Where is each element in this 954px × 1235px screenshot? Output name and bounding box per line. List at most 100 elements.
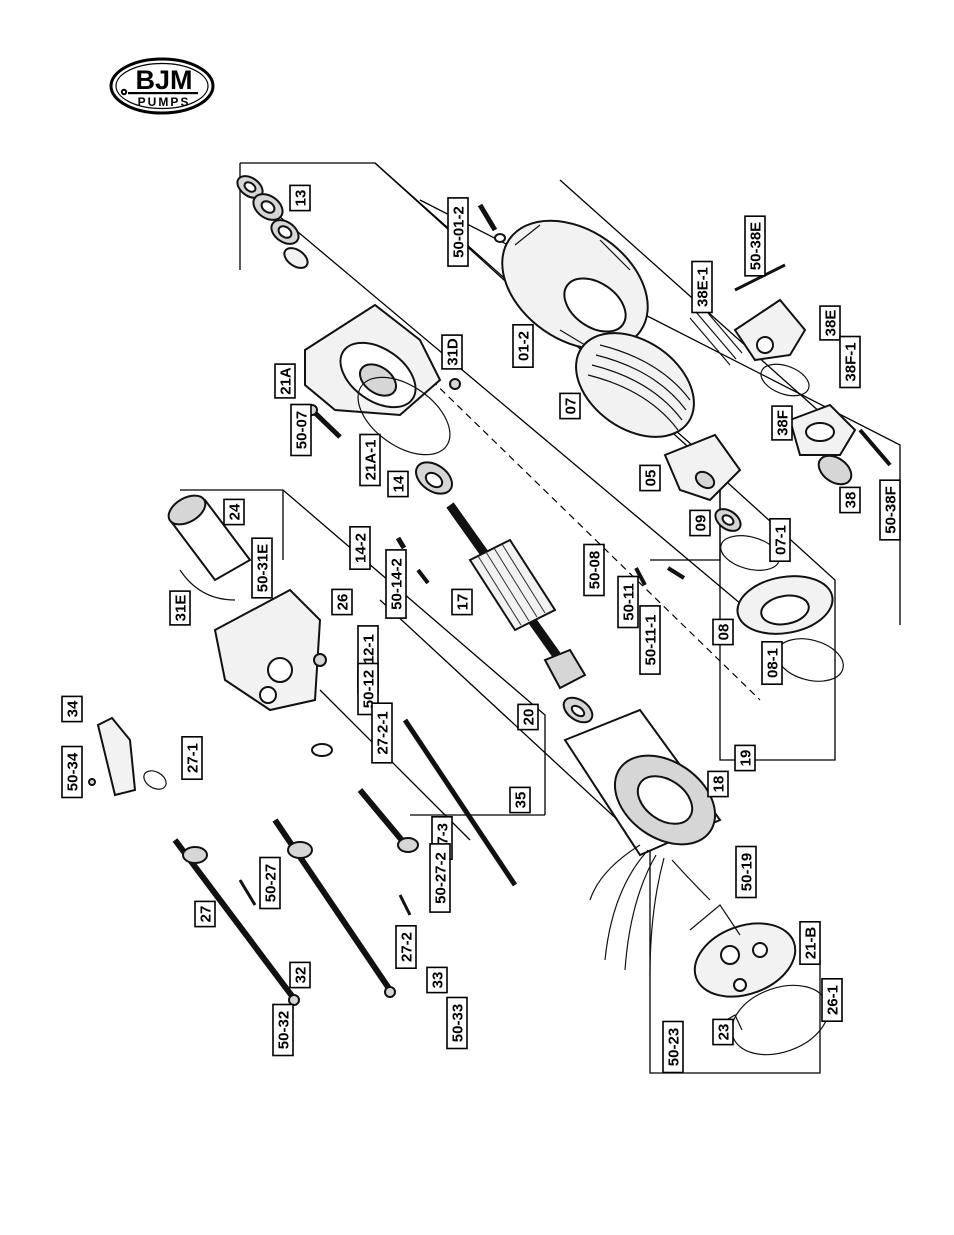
part-label-38F: 38F (771, 405, 793, 441)
fitting-38F (788, 403, 892, 486)
bearing-20 (562, 696, 594, 724)
part-label-text: 50-11-1 (643, 615, 660, 666)
part-label-box (274, 363, 296, 399)
part-label-box (194, 900, 216, 928)
end-bell-21-B (689, 904, 829, 1056)
part-label-box (61, 745, 83, 799)
part-label-text: 21A (278, 367, 295, 395)
rotor-17 (446, 502, 587, 690)
part-label-text: 19 (738, 750, 755, 767)
part-label-text: 01-2 (516, 331, 533, 361)
part-label-box (441, 334, 463, 370)
part-label-box (744, 215, 766, 277)
part-label-box (559, 392, 581, 420)
part-label-21A: 21A (274, 363, 296, 399)
part-label-box (509, 786, 531, 814)
part-label-box (639, 605, 661, 675)
part-label-text: 50-14-2 (389, 558, 406, 610)
part-label-31D: 31D (441, 334, 463, 370)
part-label-box (517, 703, 539, 731)
part-label-box (251, 537, 273, 599)
part-label-24: 24 (223, 498, 245, 526)
motor-top-26 (213, 588, 327, 712)
part-label-50-38E: 50-38E (744, 215, 766, 277)
part-label-box (169, 590, 191, 626)
part-label-text: 33 (430, 972, 447, 989)
part-label-text: 50-11 (621, 583, 638, 621)
part-label-box (799, 920, 821, 966)
part-label-35: 35 (509, 786, 531, 814)
part-label-09: 09 (689, 509, 711, 537)
part-label-50-31E: 50-31E (251, 537, 273, 599)
part-label-33: 33 (426, 966, 448, 994)
part-label-01-2: 01-2 (512, 323, 534, 369)
part-label-box (289, 961, 311, 989)
part-label-27-2: 27-2 (395, 924, 417, 970)
part-label-08-1: 08-1 (761, 640, 783, 686)
part-label-17: 17 (451, 588, 473, 616)
part-label-box (617, 575, 639, 629)
part-label-50-34: 50-34 (61, 745, 83, 799)
part-label-14: 14 (387, 470, 409, 498)
part-label-text: 50-07 (294, 411, 311, 449)
part-label-box (771, 405, 793, 441)
part-label-box (429, 843, 451, 913)
capacitor-24 (167, 494, 252, 601)
part-label-text: 31D (445, 338, 462, 366)
cable-assemblies (143, 718, 518, 1006)
part-label-07: 07 (559, 392, 581, 420)
part-label-box (761, 640, 783, 686)
part-label-box (259, 856, 281, 910)
part-label-34: 34 (61, 695, 83, 723)
part-label-box (689, 509, 711, 537)
part-label-text: 31E (173, 595, 190, 622)
part-label-box (447, 197, 469, 267)
part-label-text: 14-2 (353, 533, 370, 563)
part-label-box (446, 996, 468, 1050)
part-label-text: 38 (843, 492, 860, 509)
part-label-50-23: 50-23 (662, 1020, 684, 1074)
part-label-text: 18 (711, 776, 728, 793)
part-label-text: 50-12 (361, 670, 378, 708)
part-label-box (735, 845, 757, 899)
part-label-38F-1: 38F-1 (839, 335, 861, 389)
part-label-box (769, 517, 791, 563)
part-label-box (349, 525, 371, 571)
part-label-box (839, 486, 861, 514)
part-label-50-08: 50-08 (583, 543, 605, 597)
stator-housing-19 (563, 708, 722, 976)
part-label-08: 08 (712, 618, 734, 646)
part-label-text: 32 (293, 967, 310, 984)
part-label-18: 18 (707, 770, 729, 798)
part-label-text: 27-2-1 (375, 711, 392, 754)
part-label-text: 50-32 (276, 1011, 293, 1049)
seal-plate-08 (736, 575, 844, 682)
part-label-text: 50-38E (748, 222, 765, 270)
part-label-box (426, 966, 448, 994)
part-label-box (662, 1020, 684, 1074)
part-label-text: 08-1 (765, 648, 782, 678)
part-label-19: 19 (734, 744, 756, 772)
part-label-21A-1: 21A-1 (359, 433, 381, 487)
part-label-text: 50-38F (883, 486, 900, 534)
part-label-box (395, 924, 417, 970)
part-label-text: 50-27-2 (433, 852, 450, 904)
part-label-38: 38 (839, 486, 861, 514)
part-label-text: 34 (65, 700, 82, 717)
bearing-set-13 (236, 175, 309, 269)
part-label-05: 05 (639, 464, 661, 492)
part-label-box (387, 470, 409, 498)
part-label-text: 14 (391, 475, 408, 492)
part-label-07-1: 07-1 (769, 517, 791, 563)
bjm-pumps-logo: BJM PUMPS (109, 57, 215, 115)
part-label-box (359, 433, 381, 487)
discharge-38E (689, 263, 810, 397)
part-label-14-2: 14-2 (349, 525, 371, 571)
part-label-text: 27-1 (185, 743, 202, 773)
part-label-text: 50-33 (450, 1004, 467, 1042)
part-label-13: 13 (289, 184, 311, 212)
part-label-text: 08 (716, 624, 733, 641)
part-label-text: 38E (823, 310, 840, 337)
upper-housing-21A (304, 303, 451, 456)
